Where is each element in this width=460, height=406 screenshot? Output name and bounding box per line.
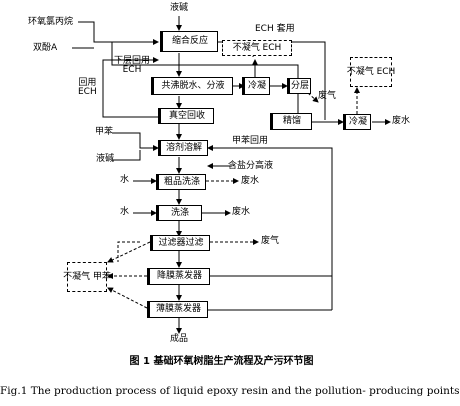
label-epichlorohydrin: 环氧氯丙烷 (28, 17, 74, 27)
node-wash: 洗涤 (156, 205, 202, 221)
label-product: 成品 (170, 334, 189, 344)
label-waste-gas2: 废气 (261, 236, 280, 246)
label-liquid-alkali-top: 液碱 (170, 3, 189, 13)
label-toluene-in: 甲苯 (95, 127, 114, 137)
label-water1: 水 (120, 175, 130, 185)
edge-layer-waste (307, 92, 319, 103)
edge-alkali-solvent (112, 150, 141, 161)
label-waste-water1: 废水 (392, 116, 411, 126)
node-noncondensable-ech: 不凝气 ECH (222, 40, 292, 56)
edge-ech-condensation (78, 21, 159, 45)
node-solvent-dissolve: 溶剂溶解 (158, 140, 208, 156)
label-salt-water: 含盐分高液 (228, 161, 274, 171)
edge-toluene-solvent (112, 132, 159, 151)
edge-toluene-reuse (207, 145, 333, 310)
label-liquid-alkali2: 液碱 (96, 154, 115, 164)
label-waste-water2: 废水 (241, 176, 260, 186)
label-lower-layer-ech: 下层回用 ECH (114, 56, 151, 76)
caption-en: Fig.1 The production process of liquid e… (0, 385, 460, 397)
node-noncondensable-toluene: 不凝气 甲苯 (63, 262, 111, 292)
node-salt-water-sep: 共沸脱水、分液 (151, 77, 233, 95)
label-water2: 水 (120, 207, 130, 217)
node-distill: 精馏 (270, 113, 312, 130)
node-noncondensable-ech2: 不凝气 ECH (347, 57, 395, 87)
label-ech-reuse: ECH 套用 (255, 24, 295, 34)
label-toluene-reuse: 甲苯回用 (232, 136, 269, 146)
node-thin-film: 薄膜蒸发器 (147, 301, 208, 318)
edge-filter-noncond (107, 241, 151, 263)
label-waste-water3: 废水 (232, 207, 251, 217)
edge-vacuum-ech-back (102, 57, 159, 118)
node-vacuum-recovery: 真空回收 (158, 108, 214, 124)
edge-thinfilm-noncond (107, 287, 148, 309)
node-condense1: 冷凝 (242, 77, 270, 95)
label-bisphenol-a: 双酚A (33, 43, 58, 53)
node-layer-sep: 分层 (287, 78, 311, 94)
node-condensation: 缩合反应 (160, 31, 218, 52)
node-evaporator: 降膜蒸发器 (147, 268, 210, 285)
edge-dashed-left (117, 241, 140, 262)
node-condense2: 冷凝 (343, 114, 371, 130)
node-filter: 过滤器过滤 (150, 235, 210, 251)
edge-lower-layer-ech (111, 42, 299, 78)
label-reuse-ech: 回用 ECH (78, 78, 97, 98)
node-crude-wash: 粗品洗涤 (156, 174, 206, 190)
caption-cn: 图 1 基础环氧树脂生产流程及产污环节图 (129, 356, 314, 367)
label-waste-gas1: 废气 (318, 91, 337, 101)
